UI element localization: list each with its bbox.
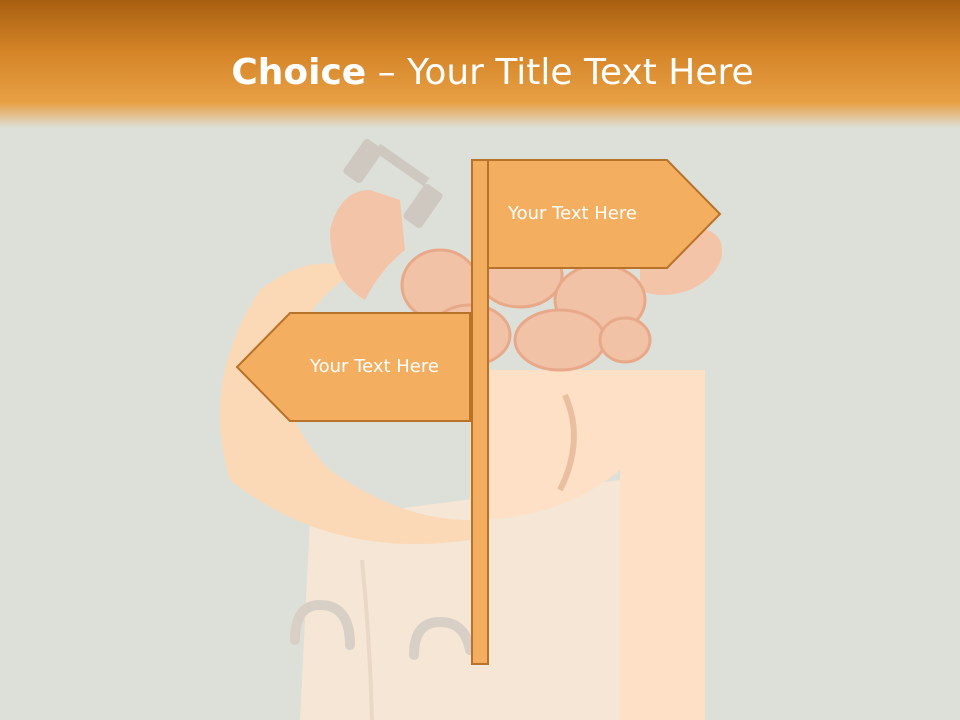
- title-bold: Choice: [231, 52, 367, 93]
- face-shape: [470, 370, 705, 720]
- page-title: Choice – Your Title Text Here: [0, 52, 960, 93]
- sign-left-text[interactable]: Your Text Here: [310, 356, 439, 377]
- sign-right-text[interactable]: Your Text Here: [508, 203, 637, 224]
- ear-curve: [557, 393, 577, 492]
- eye-right: [409, 616, 475, 660]
- title-rest: – Your Title Text Here: [366, 52, 754, 93]
- nose-line: [360, 559, 374, 720]
- bicep-shape: [330, 190, 405, 300]
- signpost-pole: [471, 159, 489, 665]
- dumbbell-icon: [343, 139, 443, 228]
- signpost-graphic: [235, 159, 722, 665]
- eye-left: [290, 599, 355, 650]
- title-bar: [0, 0, 960, 128]
- sign-left-board: [235, 312, 471, 422]
